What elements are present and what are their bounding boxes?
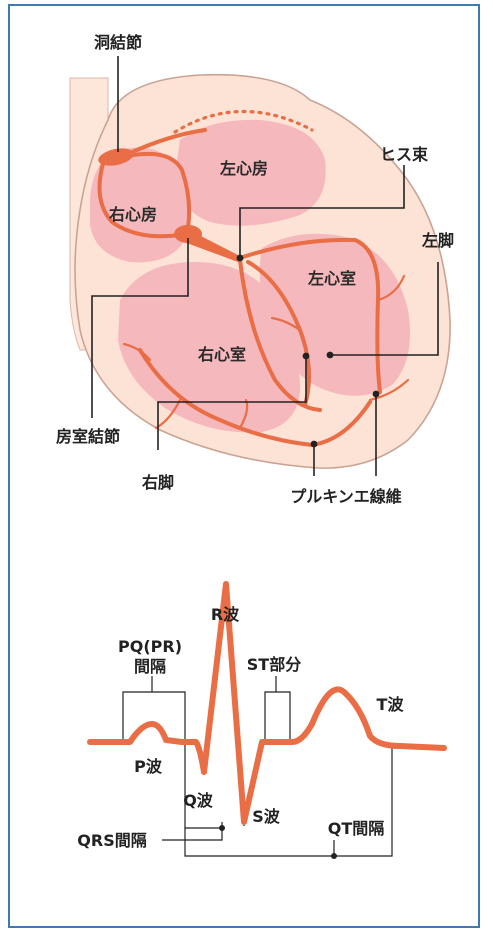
st-segment-label: ST部分: [247, 655, 301, 674]
left-atrium-label: 左心房: [219, 159, 268, 178]
t-wave-label: T波: [377, 695, 405, 714]
his-bundle-dot: [236, 254, 244, 262]
ecg-diagram: R波 PQ(PR) 間隔 ST部分 T波 P波 Q波 S波 QRS間隔 QT間隔: [77, 581, 447, 859]
r-wave-label: R波: [211, 605, 240, 624]
right-bundle-label: 右脚: [142, 473, 174, 492]
internodal-path-2: [126, 151, 192, 230]
ecg-waveform: [87, 581, 447, 825]
s-wave-label: S波: [252, 807, 281, 826]
right-bundle-dot: [302, 352, 310, 360]
left-ventricle-label: 左心室: [307, 269, 356, 288]
right-atrium-chamber: [90, 147, 189, 263]
his-bundle-leader: [239, 165, 405, 258]
right-ventricle-label: 右心室: [198, 345, 246, 364]
right-ventricle-chamber: [118, 262, 300, 433]
qrs-leader: [162, 828, 223, 841]
internodal-path-1: [97, 158, 187, 239]
purkinje-twig-4: [368, 378, 410, 402]
pq-interval-label-line2: 間隔: [134, 657, 166, 676]
heart-leaders: [91, 56, 439, 476]
conduction-system: [97, 128, 410, 447]
purkinje-dot-2: [310, 440, 318, 448]
qrs-dot: [219, 825, 225, 831]
left-bundle-leader: [330, 262, 439, 356]
his-bundle-shape: [184, 228, 240, 262]
left-bundle-dot: [326, 351, 334, 359]
p-wave-label: P波: [134, 757, 163, 776]
right-atrium-label: 右心房: [109, 205, 157, 224]
qrs-interval-label: QRS間隔: [77, 831, 146, 850]
av-node-leader: [91, 238, 189, 418]
right-bundle-leader: [157, 356, 307, 450]
st-segment-bracket: [264, 691, 291, 742]
qt-interval-label: QT間隔: [328, 819, 385, 838]
purkinje-twig-6: [270, 316, 302, 332]
his-bundle-label: ヒス束: [380, 145, 429, 164]
purkinje-label: プルキンエ線維: [290, 487, 402, 506]
right-bundle-branch: [238, 258, 322, 412]
purkinje-dot-1: [372, 390, 380, 398]
sa-node-label: 洞結節: [94, 33, 142, 52]
purkinje-lower: [138, 348, 372, 447]
q-wave-label: Q波: [183, 791, 214, 810]
left-bundle-branch: [238, 237, 382, 394]
atrial-dotted-arc: [173, 109, 314, 134]
heart-diagram: 洞結節 右心房 左心房 ヒス束 左脚 左心室 右心室 房室結節 右脚 プルキンエ…: [56, 33, 454, 506]
qt-interval-bracket: [184, 744, 393, 857]
qt-dot: [331, 853, 337, 859]
left-atrium-chamber: [175, 119, 326, 226]
av-node-label: 房室結節: [56, 427, 120, 446]
bachmann-bundle: [128, 128, 207, 155]
purkinje-twig-5: [376, 274, 406, 302]
left-bundle-label: 左脚: [421, 231, 454, 250]
sa-node-blob: [98, 148, 134, 166]
pq-interval-label-line1: PQ(PR): [118, 637, 182, 656]
purkinje-twig-1: [122, 342, 152, 362]
